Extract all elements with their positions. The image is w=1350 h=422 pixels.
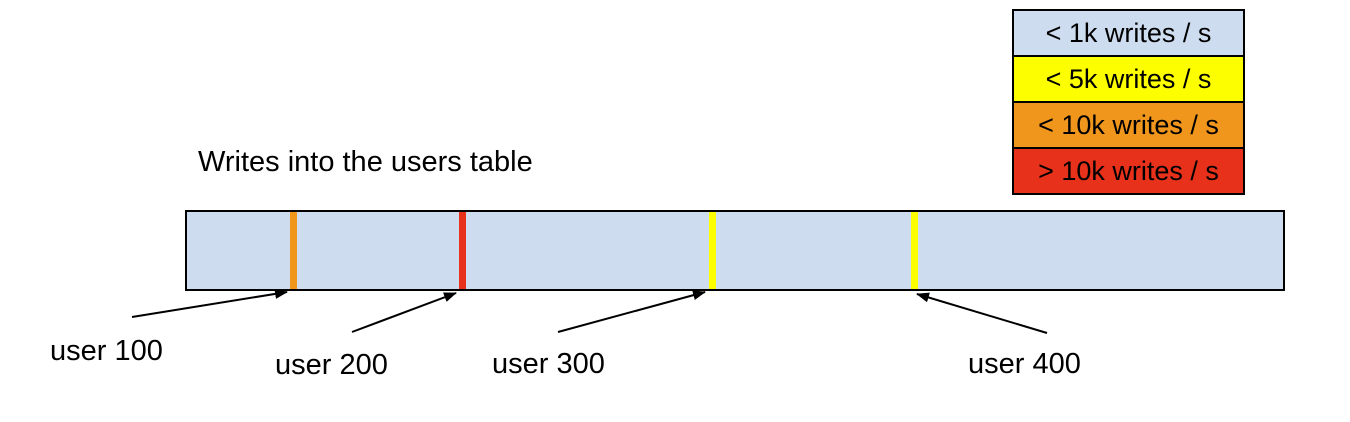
legend-item: > 10k writes / s [1014,147,1243,193]
legend-item: < 5k writes / s [1014,55,1243,101]
legend-item-label: < 5k writes / s [1045,63,1212,94]
user-label: user 100 [50,335,163,367]
user-label: user 400 [968,348,1081,380]
legend-item-label: < 10k writes / s [1038,109,1219,140]
hotspot-stripe [910,212,918,289]
legend-item: < 1k writes / s [1014,11,1243,55]
user-label: user 300 [492,348,605,380]
legend: < 1k writes / s < 5k writes / s < 10k writ… [1012,9,1245,195]
hotspot-stripe [289,212,297,289]
arrow-line [557,290,706,333]
hotspot-stripe [458,212,466,289]
arrow-line [351,292,457,333]
hotspot-stripe [708,212,716,289]
arrow-line [916,292,1048,334]
diagram-title: Writes into the users table [198,146,533,178]
legend-item: < 10k writes / s [1014,101,1243,147]
legend-item-label: > 10k writes / s [1038,155,1219,186]
user-label: user 200 [275,349,388,381]
arrow-line [131,288,288,318]
legend-item-label: < 1k writes / s [1045,17,1212,48]
users-table-bar [185,210,1285,291]
